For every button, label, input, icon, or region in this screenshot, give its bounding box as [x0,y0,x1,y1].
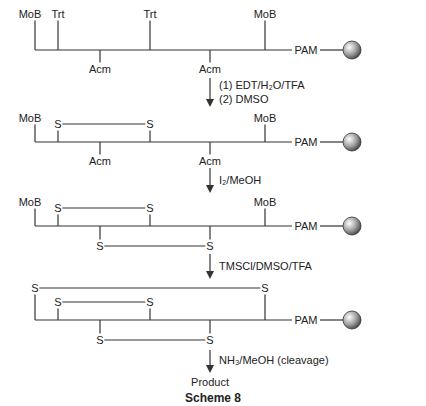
protecting-group: MoB [253,8,278,21]
sulfur-atom: S [145,296,154,309]
sulfur-atom: S [53,118,62,131]
scheme-caption: Scheme 8 [184,391,242,404]
side-chain [34,18,35,50]
protecting-group: MoB [18,112,43,125]
side-chain [57,18,58,50]
reagent-label: NH₃/MeOH (cleavage) [218,354,330,367]
protecting-group: Trt [142,8,157,21]
protecting-group: Acm [88,155,112,168]
peptide-chain [35,49,292,50]
sulfur-atom: S [30,282,39,295]
sulfur-atom: S [53,202,62,215]
disulfide-bond [58,301,150,302]
disulfide-bond [58,123,152,124]
resin-linker [320,49,343,50]
side-chain [264,122,265,142]
sulfur-atom: S [260,282,269,295]
reagent-label: (1) EDT/H₂O/TFA [218,79,306,92]
arrow-head [206,271,214,279]
protecting-group: MoB [18,8,43,21]
disulfide-bond [58,207,152,208]
resin-bead [343,311,361,329]
side-chain [264,206,265,226]
side-chain [149,18,150,50]
sulfur-atom: S [95,334,104,347]
arrow-head [206,365,214,373]
reagent-label: (2) DMSO [218,93,270,106]
sulfur-atom: S [205,334,214,347]
linker-label: PAM [293,314,318,327]
reaction-arrow [209,78,210,100]
resin-linker [320,225,343,226]
protecting-group: Acm [198,155,222,168]
linker-label: PAM [293,44,318,57]
sulfur-atom: S [205,240,214,253]
resin-bead [343,217,361,235]
product-label: Product [190,376,230,389]
resin-linker [320,141,343,142]
protecting-group: Acm [88,63,112,76]
resin-linker [320,319,343,320]
disulfide-bond [100,339,210,340]
linker-label: PAM [293,220,318,233]
linker-label: PAM [293,136,318,149]
protecting-group: MoB [18,196,43,209]
peptide-chain [35,319,292,320]
reaction-arrow [209,350,210,366]
protecting-group: MoB [253,112,278,125]
sulfur-atom: S [53,296,62,309]
arrow-head [206,99,214,107]
sulfur-atom: S [145,202,154,215]
protecting-group: MoB [253,196,278,209]
side-chain [34,206,35,226]
resin-bead [343,41,361,59]
reaction-arrow [209,254,210,272]
protecting-group: Acm [198,63,222,76]
peptide-chain [35,141,292,142]
disulfide-bond [35,287,265,288]
reagent-label: I₂/MeOH [218,174,262,187]
sulfur-atom: S [145,118,154,131]
arrow-head [206,185,214,193]
protecting-group: Trt [50,8,65,21]
reagent-label: TMSCl/DMSO/TFA [218,260,313,273]
reaction-arrow [209,168,210,186]
side-chain [34,122,35,142]
peptide-chain [35,225,292,226]
resin-bead [343,133,361,151]
sulfur-atom: S [95,240,104,253]
side-chain [264,18,265,50]
disulfide-bond [100,245,210,246]
